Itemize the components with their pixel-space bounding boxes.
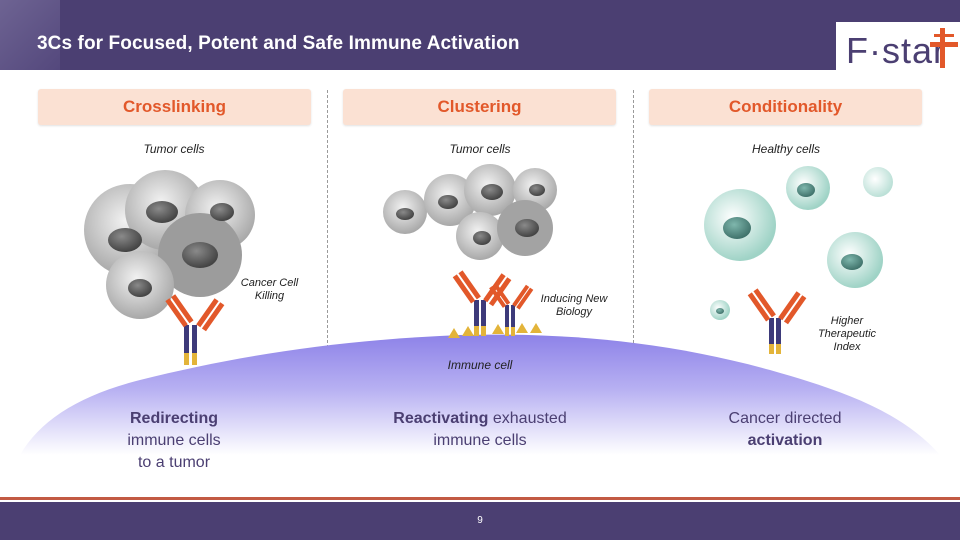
cancer-cell-killing-note: Cancer Cell Killing <box>240 277 299 302</box>
column-divider <box>633 90 634 348</box>
fstar-logo: F·star <box>836 22 960 76</box>
healthy-cells <box>704 166 893 320</box>
conditionality-rest: Cancer directed <box>728 410 842 427</box>
crosslinking-bold: Redirecting <box>129 410 218 427</box>
immune-cell-surface <box>20 334 940 455</box>
footer-accent-line <box>0 497 960 500</box>
higher-therapeutic-index-note: Higher Therapeutic Index <box>817 315 877 353</box>
pill-clustering: Clustering <box>343 89 616 125</box>
tumor-cells-label-2: Tumor cells <box>449 142 511 156</box>
receptor-triangles <box>448 323 542 338</box>
plus-icon <box>930 28 958 68</box>
conditionality-description: Cancer directed activation <box>705 408 865 452</box>
clustering-rest: exhausted immune cells <box>433 410 567 449</box>
tumor-cells-cluster-2 <box>383 164 557 260</box>
pill-crosslinking: Crosslinking <box>38 89 311 125</box>
logo-text: F·star <box>846 30 946 71</box>
footer-bar <box>0 502 960 540</box>
tumor-cells-cluster-1 <box>84 170 255 319</box>
slide-title: 3Cs for Focused, Potent and Safe Immune … <box>37 33 520 54</box>
inducing-new-biology-note: Inducing New Biology <box>540 293 608 318</box>
pill-conditionality: Conditionality <box>649 89 922 125</box>
header-bar: 3Cs for Focused, Potent and Safe Immune … <box>0 0 960 70</box>
column-divider <box>327 90 328 348</box>
clustering-bold: Reactivating <box>393 410 489 427</box>
conditionality-bold: activation <box>747 432 823 449</box>
antibody-2b <box>489 283 534 336</box>
page-number: 9 <box>477 515 483 526</box>
tumor-cells-label-1: Tumor cells <box>143 142 205 156</box>
crosslinking-description: Redirecting immune cells to a tumor <box>94 408 254 474</box>
header-decoration <box>0 0 60 70</box>
healthy-cells-label: Healthy cells <box>751 142 821 156</box>
clustering-description: Reactivating exhausted immune cells <box>370 408 590 452</box>
antibody-1 <box>165 294 225 365</box>
immune-cell-label: Immune cell <box>447 358 513 372</box>
antibody-2a <box>452 270 512 336</box>
crosslinking-rest: immune cells to a tumor <box>127 432 221 471</box>
antibody-3 <box>747 288 807 354</box>
